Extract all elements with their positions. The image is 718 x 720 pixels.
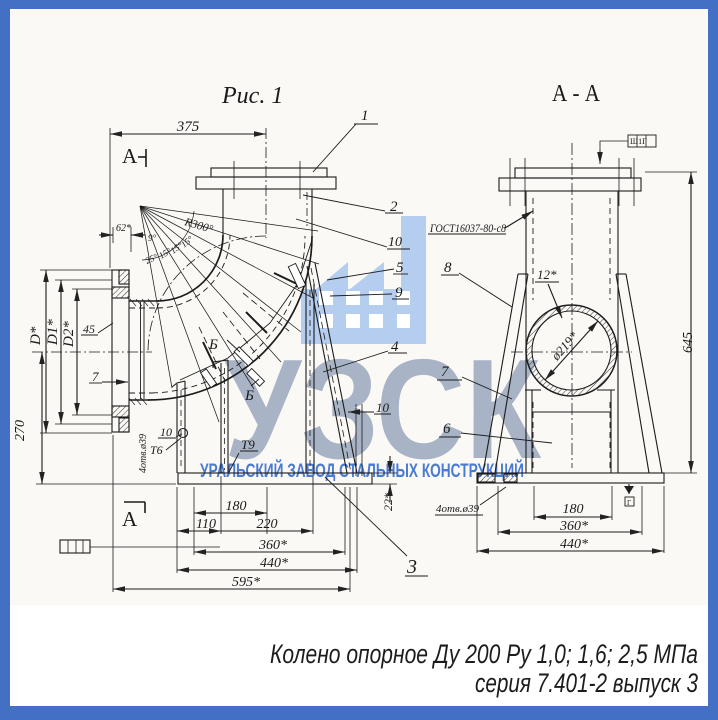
svg-text:595*: 595* (232, 575, 260, 590)
svg-text:2: 2 (390, 199, 398, 215)
svg-text:А: А (122, 507, 138, 531)
svg-text:Колено опорное Ду 200 Ру 1,0;: Колено опорное Ду 200 Ру 1,0; 1,6; 2,5 М… (270, 639, 698, 669)
svg-text:8: 8 (444, 260, 452, 276)
svg-text:440*: 440* (560, 537, 588, 552)
svg-text:7: 7 (441, 364, 450, 380)
svg-text:3: 3 (406, 556, 417, 578)
svg-text:110: 110 (196, 517, 216, 532)
svg-text:9: 9 (395, 285, 403, 301)
svg-text:Б: Б (244, 388, 254, 404)
svg-text:9°: 9° (148, 233, 157, 243)
svg-text:Т9: Т9 (241, 437, 255, 452)
svg-text:375: 375 (176, 119, 200, 135)
svg-text:УЗСК: УЗСК (224, 330, 541, 489)
svg-text:Б: Б (208, 337, 218, 353)
svg-text:360*: 360* (258, 538, 287, 553)
svg-text:645: 645 (681, 332, 696, 353)
svg-text:62*: 62* (116, 223, 131, 234)
svg-text:12*: 12* (537, 267, 557, 282)
svg-text:10: 10 (160, 425, 172, 439)
svg-text:6: 6 (443, 421, 451, 437)
svg-text:Ш1Г: Ш1Г (630, 137, 647, 146)
svg-text:4отв.ø39: 4отв.ø39 (436, 503, 479, 515)
svg-text:D*: D* (28, 326, 44, 346)
svg-text:10: 10 (388, 235, 402, 250)
svg-text:ГОСТ16037-80-с8: ГОСТ16037-80-с8 (429, 221, 506, 235)
svg-text:5: 5 (396, 260, 404, 276)
svg-text:А: А (122, 144, 138, 168)
svg-text:А - А: А - А (552, 81, 601, 107)
svg-text:10: 10 (376, 400, 390, 415)
svg-text:7: 7 (92, 369, 99, 384)
svg-text:серия 7.401-2 выпуск 3: серия 7.401-2 выпуск 3 (475, 668, 698, 698)
svg-text:Г: Г (627, 499, 631, 507)
svg-text:Рис. 1: Рис. 1 (221, 83, 283, 109)
svg-text:4: 4 (391, 339, 399, 355)
svg-text:25°: 25° (144, 251, 160, 266)
svg-text:D2*: D2* (61, 321, 77, 348)
svg-text:180: 180 (226, 499, 247, 514)
svg-text:22*: 22* (381, 493, 395, 511)
svg-text:440*: 440* (260, 556, 288, 571)
svg-text:Т6: Т6 (150, 443, 163, 457)
svg-text:45: 45 (83, 322, 95, 336)
svg-text:4отв.ø39: 4отв.ø39 (138, 434, 149, 473)
svg-text:1: 1 (361, 108, 369, 124)
svg-text:270: 270 (13, 420, 28, 441)
svg-text:360*: 360* (559, 519, 588, 534)
svg-text:220: 220 (257, 517, 278, 532)
svg-text:180: 180 (563, 502, 584, 517)
svg-text:D1*: D1* (45, 319, 61, 346)
